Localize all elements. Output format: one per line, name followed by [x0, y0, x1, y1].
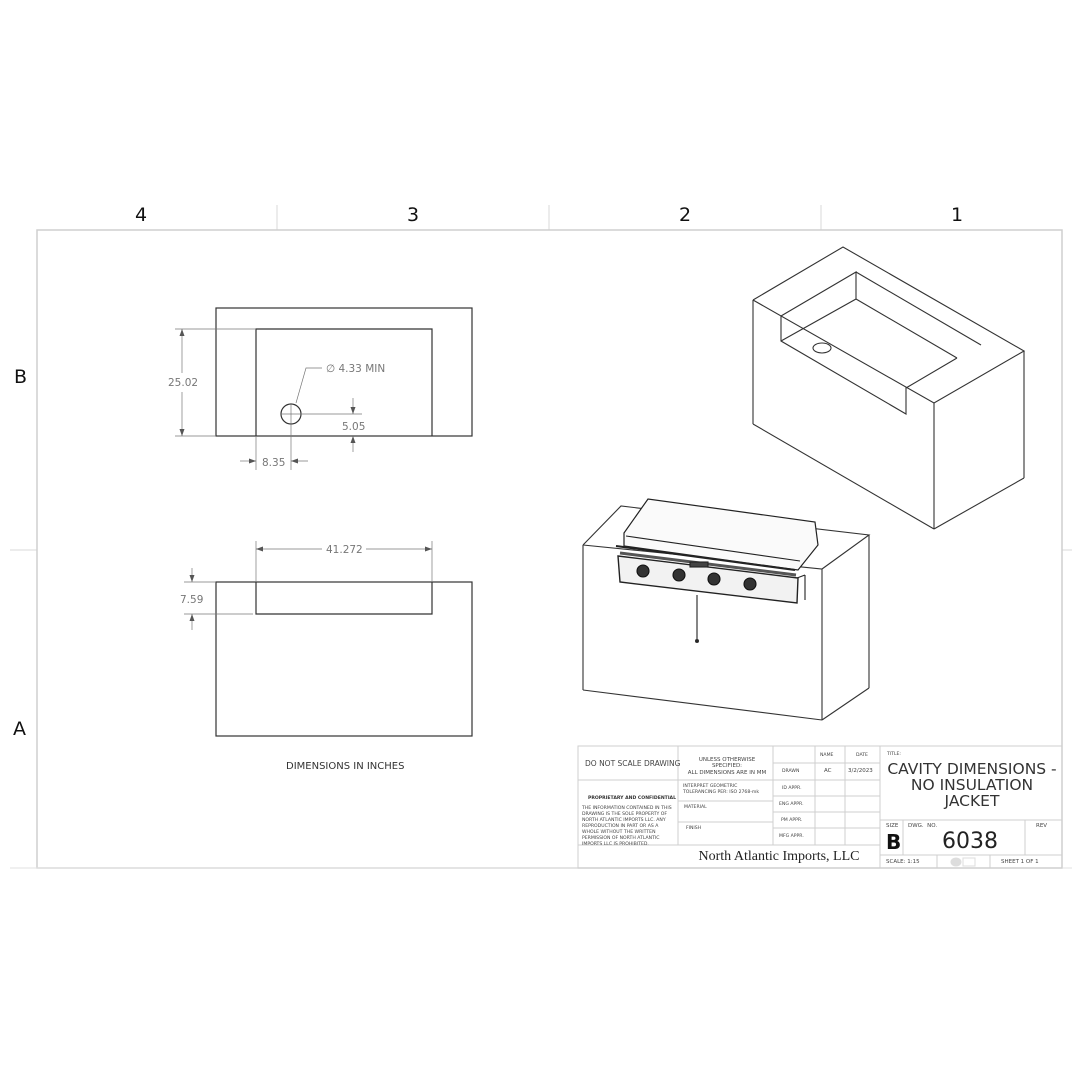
grill-knobs [636, 564, 757, 591]
finish-label: FINISH [686, 826, 702, 831]
zone-dividers [10, 205, 1072, 551]
proprietary-heading: PROPRIETARY AND CONFIDENTIAL [588, 796, 677, 801]
zone-row-b: B [14, 366, 28, 388]
drawn-name: AC [824, 768, 832, 774]
unless-specified-line: UNLESS OTHERWISE SPECIFIED: [698, 757, 756, 770]
dim-cavity-depth: 7.59 [180, 594, 203, 606]
pm-appr-label: PM APPR. [781, 818, 803, 823]
dim-height: 25.02 [168, 377, 198, 389]
zone-row-a: A [13, 718, 26, 740]
projection-symbol-icon [950, 857, 976, 867]
material-label: MATERIAL [684, 805, 707, 810]
tolerancing-line: TOLERANCING PER: ISO 2768-mk [683, 790, 760, 795]
proprietary-text: THE INFORMATION CONTAINED IN THIS DRAWIN… [582, 806, 672, 847]
dim-hole-diameter: ∅ 4.33 MIN [326, 363, 385, 375]
company-name: North Atlantic Imports, LLC [698, 849, 860, 864]
dim-hole-offset-x: 8.35 [262, 457, 285, 469]
dim-cavity-width: 41.272 [326, 544, 363, 556]
unless-specified-note: UNLESS OTHERWISE SPECIFIED: ALL DIMENSIO… [683, 757, 771, 776]
dwg-no-value: 6038 [942, 829, 998, 854]
dimensions-note: DIMENSIONS IN INCHES [286, 761, 404, 772]
interpret-line: INTERPRET GEOMETRIC [683, 784, 738, 789]
zone-column-1: 1 [950, 204, 964, 226]
drawn-label: DRAWN [782, 769, 800, 774]
tolerancing-note: INTERPRET GEOMETRIC TOLERANCING PER: ISO… [683, 784, 771, 796]
size-label: SIZE [886, 823, 899, 829]
all-dimensions-line: ALL DIMENSIONS ARE IN MM [687, 769, 767, 776]
title-label: TITLE: [887, 752, 901, 757]
isometric-cavity-view [752, 246, 1026, 530]
zone-column-3: 3 [406, 204, 420, 226]
eng-appr-label: ENG APPR. [779, 802, 804, 807]
col-name-header: NAME [820, 753, 834, 758]
dwg-no-label: DWG. NO. [908, 823, 938, 829]
id-appr-label: ID APPR. [782, 786, 802, 791]
col-date-header: DATE [856, 753, 868, 758]
title-line-1: CAVITY DIMENSIONS - [887, 760, 1057, 778]
isometric-grill-view [582, 498, 871, 721]
drawn-date: 3/2/2023 [848, 768, 873, 774]
zone-column-4: 4 [134, 204, 148, 226]
mfg-appr-label: MFG APPR. [779, 834, 804, 839]
title-line-2: NO INSULATION [910, 776, 1034, 794]
sheet-label: SHEET 1 OF 1 [1001, 859, 1039, 865]
scale-label: SCALE: 1:15 [886, 859, 920, 865]
title-line-3: JACKET [944, 792, 1000, 810]
title-block-grid [577, 745, 1063, 869]
dim-hole-offset-y: 5.05 [342, 421, 365, 433]
drawing-title: CAVITY DIMENSIONS - NO INSULATION JACKET [882, 761, 1062, 809]
zone-column-2: 2 [678, 204, 692, 226]
size-value: B [886, 830, 902, 854]
rev-label: REV [1036, 823, 1048, 829]
front-view [184, 541, 473, 737]
do-not-scale-note: DO NOT SCALE DRAWING [585, 759, 681, 768]
top-view [175, 307, 473, 470]
